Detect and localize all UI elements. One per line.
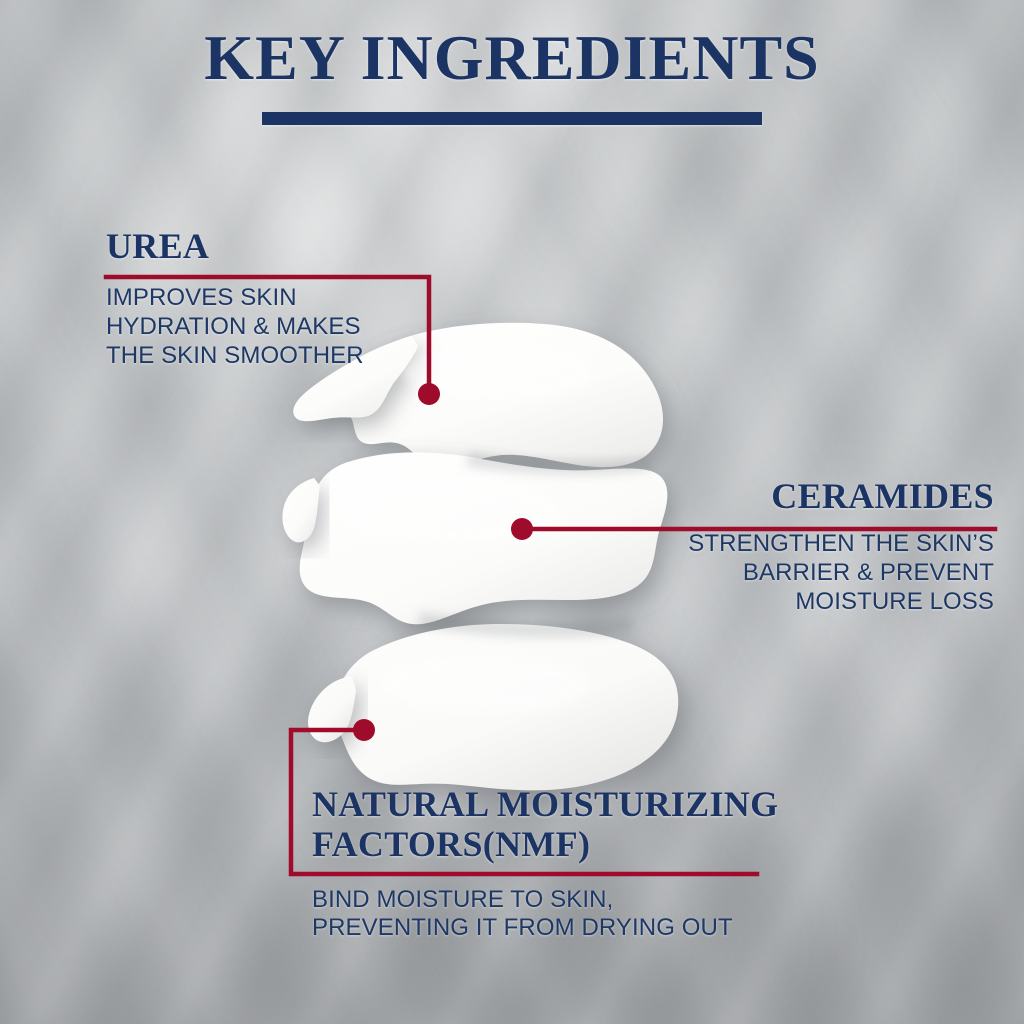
callout-urea-heading: UREA: [106, 226, 210, 266]
cream-crease: [418, 452, 650, 638]
callout-ceramides-body-line: STRENGTHEN THE SKIN’S: [688, 530, 994, 558]
callout-nmf-body-line: PREVENTING IT FROM DRYING OUT: [312, 914, 733, 942]
callout-nmf-body: BIND MOISTURE TO SKIN, PREVENTING IT FRO…: [312, 886, 778, 943]
page-title: KEY INGREDIENTS: [204, 22, 820, 93]
title-underline-rule: [262, 112, 762, 125]
callout-ceramides-body-line: BARRIER & PREVENT: [742, 558, 994, 586]
callout-ceramides-heading: CERAMIDES: [771, 476, 994, 516]
callout-nmf-heading: NATURAL MOISTURIZING FACTORS(NMF): [312, 784, 778, 865]
cream-lobe-middle-spur: [282, 478, 320, 543]
callout-urea-body-line: IMPROVES SKIN: [106, 284, 297, 312]
callout-urea-body: IMPROVES SKIN HYDRATION & MAKES THE SKIN…: [106, 284, 364, 370]
callout-urea: UREA IMPROVES SKIN HYDRATION & MAKES THE…: [106, 226, 364, 370]
callout-ceramides: CERAMIDES STRENGTHEN THE SKIN’S BARRIER …: [688, 476, 994, 616]
callout-nmf-heading-line: NATURAL MOISTURIZING: [312, 784, 779, 824]
callout-nmf-body-line: BIND MOISTURE TO SKIN,: [312, 885, 614, 913]
cream-lobe-bottom-tail: [308, 676, 356, 743]
header: KEY INGREDIENTS: [0, 26, 1024, 125]
callout-ceramides-body-line: MOISTURE LOSS: [795, 587, 994, 615]
callout-urea-body-line: THE SKIN SMOOTHER: [106, 341, 364, 369]
callout-nmf: NATURAL MOISTURIZING FACTORS(NMF) BIND M…: [312, 784, 778, 943]
callout-ceramides-body: STRENGTHEN THE SKIN’S BARRIER & PREVENT …: [688, 530, 994, 616]
cream-highlight: [340, 344, 594, 712]
callout-urea-body-line: HYDRATION & MAKES: [106, 312, 361, 340]
callout-nmf-heading-line: FACTORS(NMF): [312, 824, 591, 865]
